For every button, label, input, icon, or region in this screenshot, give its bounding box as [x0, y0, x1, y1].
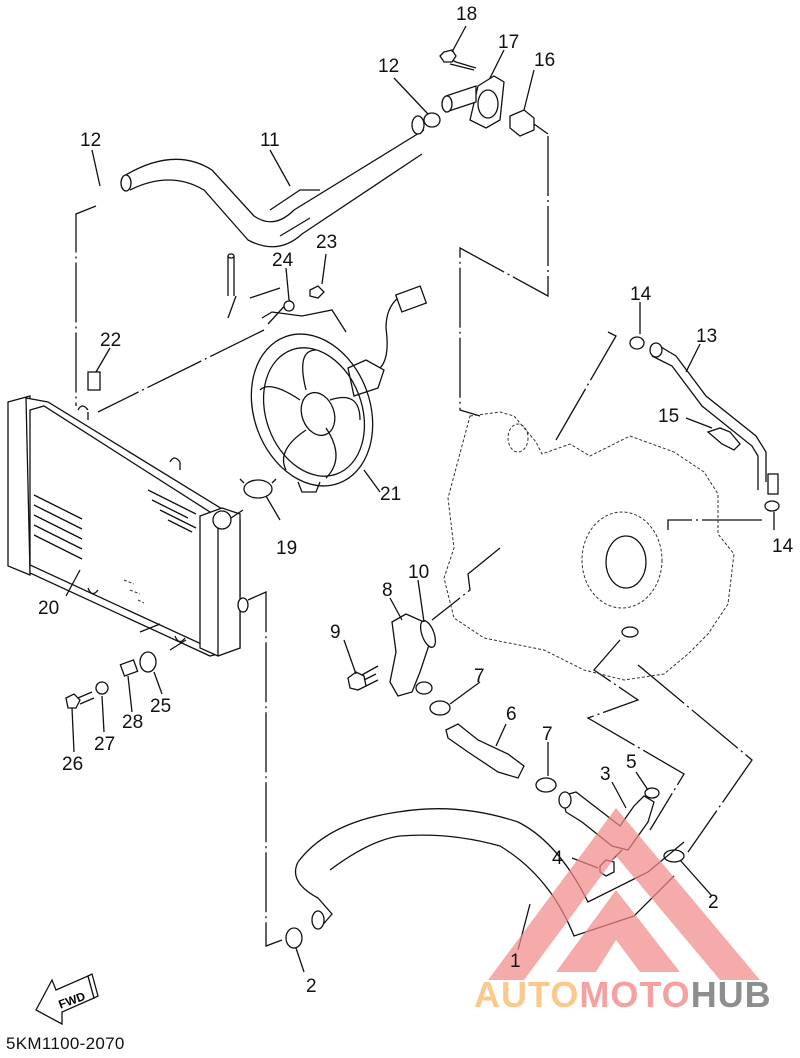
callout-23: 23	[316, 232, 337, 253]
forward-direction-arrow: FWD	[35, 973, 99, 1026]
callout-4: 4	[552, 848, 563, 869]
mount-hardware	[65, 285, 325, 709]
callout-22: 22	[100, 330, 121, 351]
watermark-auto: AUTO	[474, 974, 580, 1015]
callout-14: 14	[772, 536, 794, 557]
water-pump-outlet	[347, 613, 557, 793]
cooling-fan	[227, 253, 428, 493]
callout-20: 20	[38, 598, 59, 619]
callout-19: 19	[276, 538, 297, 559]
callout-27: 27	[94, 734, 115, 755]
radiator	[7, 395, 249, 657]
callout-10: 10	[408, 562, 429, 583]
callout-2: 2	[306, 976, 317, 997]
callout-7: 7	[474, 666, 485, 687]
callout-1: 1	[510, 951, 521, 972]
bypass-hose	[629, 336, 780, 512]
callout-24: 24	[272, 250, 294, 271]
callout-6: 6	[506, 704, 517, 725]
watermark-hub: HUB	[690, 974, 772, 1015]
callout-8: 8	[382, 580, 393, 601]
callout-13: 13	[696, 326, 717, 347]
radiator-cap	[239, 478, 277, 499]
thermostat-housing	[423, 49, 549, 137]
callout-15: 15	[658, 406, 679, 427]
watermark-moto: MOTO	[579, 974, 691, 1015]
callout-21: 21	[380, 484, 401, 505]
callout-11: 11	[260, 130, 280, 151]
radiator-hose-lower	[285, 808, 685, 949]
watermark-logo-triangle	[488, 808, 760, 980]
callout-25: 25	[150, 696, 171, 717]
callout-labels: 2 2 3 4 5 6 7 7 8 9 10 11 12 12 13 14 14…	[38, 4, 794, 997]
callout-12: 12	[378, 56, 399, 77]
callout-2: 2	[708, 892, 719, 913]
engine-outline	[443, 411, 735, 681]
assembly-lines	[75, 136, 762, 947]
callout-17: 17	[498, 32, 519, 53]
callout-18: 18	[456, 4, 477, 25]
callout-16: 16	[534, 50, 555, 71]
radiator-hose-upper	[120, 115, 425, 248]
watermark-text: AUTOMOTOHUB	[474, 975, 772, 1015]
callout-5: 5	[626, 752, 637, 773]
callout-7: 7	[542, 724, 553, 745]
diagram-code: 5KM1100-2070	[6, 1034, 125, 1053]
callout-9: 9	[330, 622, 341, 643]
callout-3: 3	[600, 764, 611, 785]
callout-14: 14	[630, 284, 652, 305]
callout-28: 28	[122, 712, 143, 733]
callout-26: 26	[62, 754, 83, 775]
callout-leaders	[65, 25, 775, 973]
callout-12: 12	[80, 130, 101, 151]
